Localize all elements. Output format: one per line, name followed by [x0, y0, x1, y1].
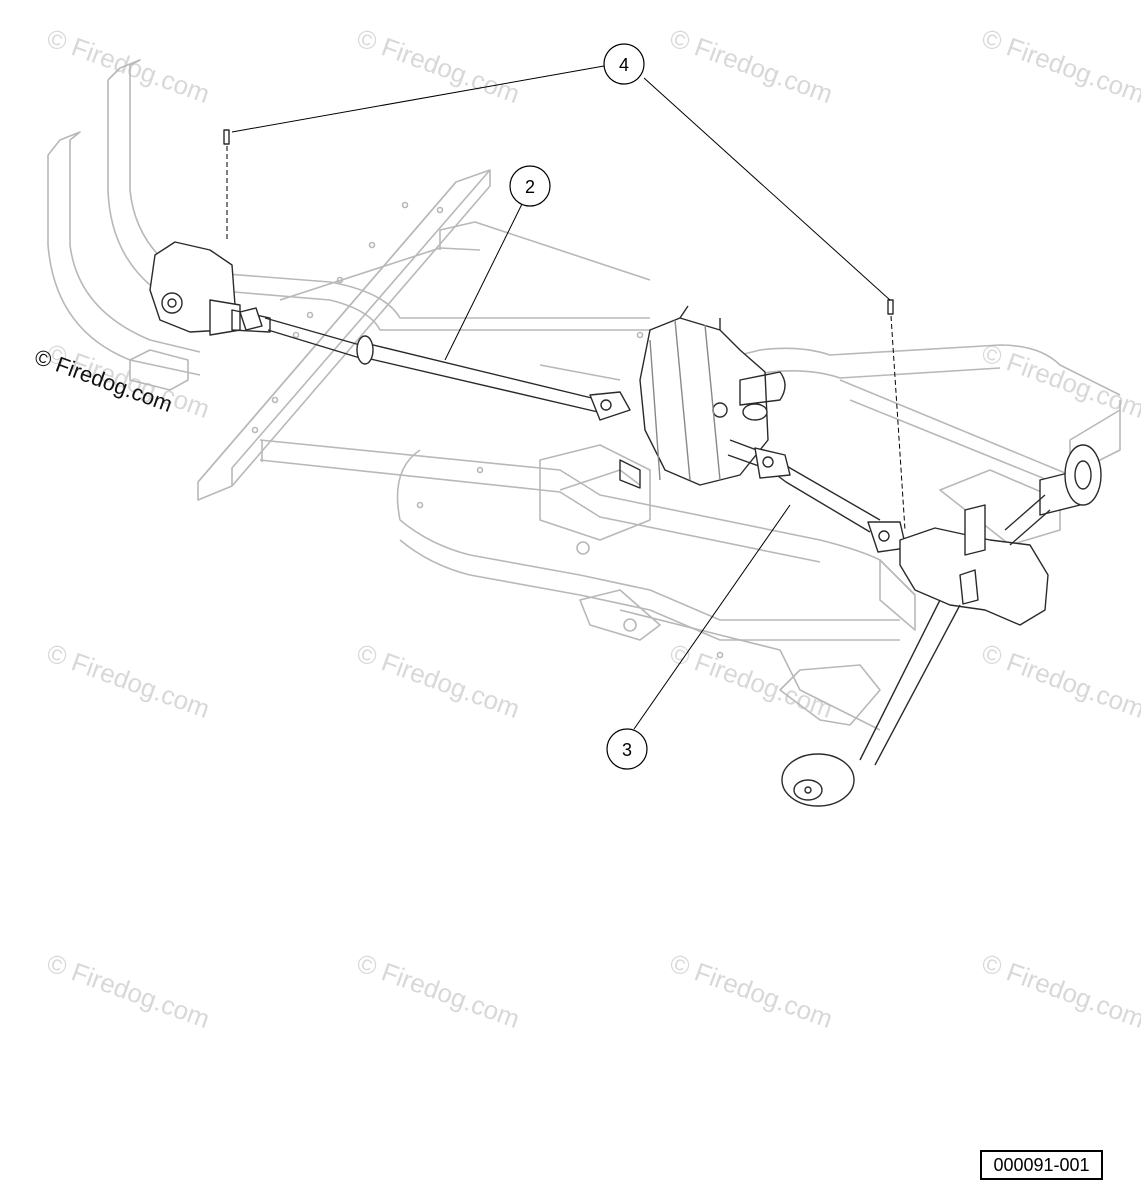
- watermark: © Firedog.com: [43, 947, 214, 1034]
- leader-line: [633, 504, 791, 730]
- leader-line: [890, 315, 906, 531]
- leader-lines: [226, 65, 906, 730]
- front-gearcase: [149, 241, 271, 336]
- callout-circle: [603, 43, 645, 85]
- watermark: © Firedog.com: [978, 637, 1141, 724]
- callout-label: 4: [619, 55, 629, 75]
- figure-id-box: 000091-001: [980, 1150, 1103, 1180]
- rear-gearcase: [781, 444, 1102, 807]
- callout-2: 2: [509, 165, 551, 207]
- callout-label: 3: [622, 740, 632, 760]
- watermark: © Firedog.com: [43, 22, 214, 109]
- pin-front: [223, 129, 230, 145]
- watermark: © Firedog.com: [353, 947, 524, 1034]
- leader-line: [231, 65, 605, 133]
- watermark: © Firedog.com: [978, 947, 1141, 1034]
- watermark: © Firedog.com: [353, 637, 524, 724]
- callout-circle: [509, 165, 551, 207]
- rear-drive-shaft: [727, 439, 907, 553]
- pin-rear: [887, 299, 894, 315]
- callout-circle: [606, 728, 648, 770]
- callout-label: 2: [525, 177, 535, 197]
- callout-3: 3: [606, 728, 648, 770]
- watermark: © Firedog.com: [666, 22, 837, 109]
- figure-id: 000091-001: [993, 1154, 1090, 1175]
- leader-line: [444, 203, 523, 361]
- callout-4: 4: [603, 43, 645, 85]
- watermark: © Firedog.com: [666, 947, 837, 1034]
- watermark: © Firedog.com: [978, 22, 1141, 109]
- front-drive-shaft: [264, 317, 631, 421]
- watermark: © Firedog.com: [353, 22, 524, 109]
- center-transmission: [619, 305, 786, 489]
- drivetrain: [149, 129, 1102, 807]
- watermark: © Firedog.com: [666, 637, 837, 724]
- watermark: © Firedog.com: [978, 337, 1141, 424]
- watermark: © Firedog.com: [43, 637, 214, 724]
- leader-line: [643, 77, 891, 301]
